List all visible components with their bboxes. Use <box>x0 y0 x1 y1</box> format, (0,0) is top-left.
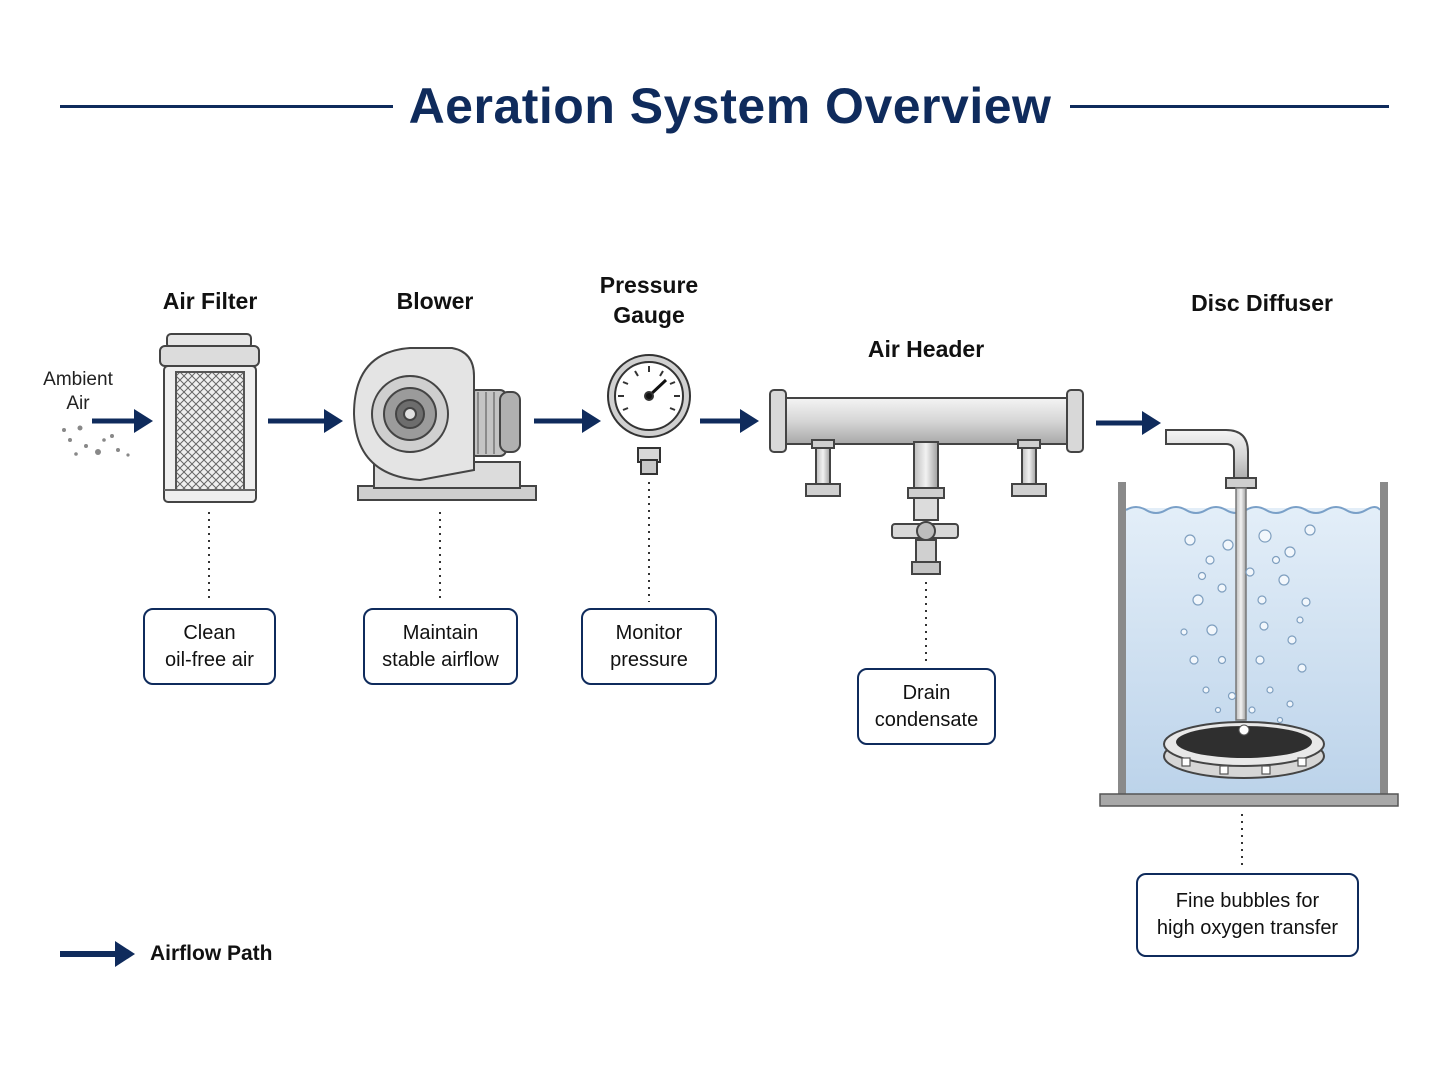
air-filter-label: Air Filter <box>162 288 258 314</box>
arrow-header-to-diffuser <box>1096 411 1161 435</box>
arrow-ambient-to-filter <box>92 409 153 433</box>
air-header-label: Air Header <box>867 336 985 362</box>
pressure-gauge-label: Pressure Gauge <box>599 272 699 328</box>
arrow-right-icon <box>60 941 135 967</box>
ambient-air-particles <box>62 425 130 457</box>
blower-label: Blower <box>396 288 474 314</box>
page-title: Aeration System Overview <box>408 78 1052 134</box>
dotted-leaders <box>208 482 1243 868</box>
air-header-note: Drain condensate <box>857 668 996 745</box>
arrow-gauge-to-header <box>700 409 759 433</box>
title-rule-right <box>1070 105 1389 108</box>
pressure-gauge-note: Monitor pressure <box>581 608 717 685</box>
blower-note-text: Maintain stable airflow <box>382 621 499 671</box>
air-filter-note: Clean oil-free air <box>143 608 276 685</box>
pressure-gauge-illustration <box>607 354 691 475</box>
air-header-illustration <box>769 389 1084 575</box>
disc-diffuser-label: Disc Diffuser <box>1191 290 1333 316</box>
ambient-air-label: Ambient Air <box>43 369 113 414</box>
pressure-gauge-note-text: Monitor pressure <box>610 621 688 671</box>
disc-diffuser-note-text: Fine bubbles for high oxygen transfer <box>1156 890 1339 939</box>
blower-illustration <box>352 347 537 501</box>
title-rule-left <box>60 105 393 108</box>
air-header-note-text: Drain condensate <box>874 681 979 731</box>
disc-diffuser-note: Fine bubbles for high oxygen transfer <box>1136 873 1359 957</box>
air-filter-illustration <box>159 333 260 503</box>
blower-note: Maintain stable airflow <box>363 608 518 685</box>
air-filter-note-text: Clean oil-free air <box>165 621 254 671</box>
arrow-blower-to-gauge <box>534 409 601 433</box>
title-bar: Aeration System Overview <box>0 70 1448 142</box>
legend-label: Airflow Path <box>150 942 273 965</box>
arrow-filter-to-blower <box>268 409 343 433</box>
airflow-arrows <box>92 409 1161 435</box>
diffuser-tank-illustration <box>1099 429 1399 807</box>
